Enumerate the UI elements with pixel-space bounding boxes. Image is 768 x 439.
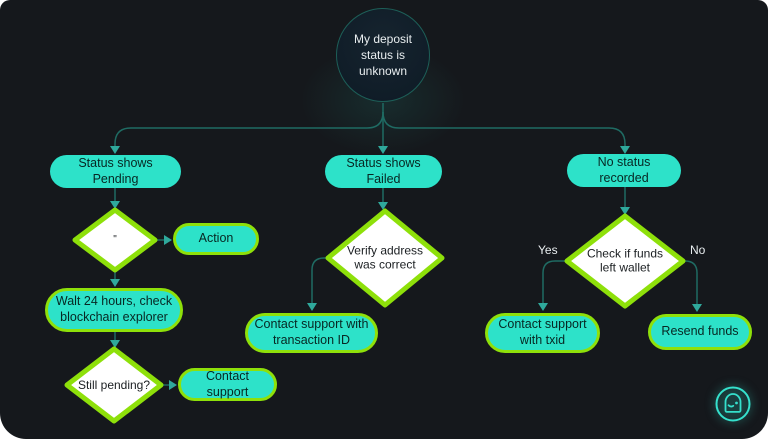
node-wait-24-hours: Walt 24 hours, check blockchain explorer <box>45 288 183 332</box>
still-pending-diamond <box>64 346 164 424</box>
node-label: No status recorded <box>597 154 651 185</box>
node-resend-funds: Resend funds <box>648 314 752 350</box>
node-label: Contact support with txid <box>498 317 587 347</box>
edge-label-no: No <box>690 243 706 257</box>
start-node-label: My deposit status is unknown <box>353 31 413 79</box>
node-contact-support-txid: Contact support with txid <box>485 313 600 353</box>
node-label: Action <box>198 231 234 246</box>
node-status-failed: Status shows Failed <box>325 155 442 188</box>
node-label: Status shows Pending <box>78 155 153 186</box>
node-label: Walt 24 hours, check blockchain explorer <box>55 294 173 324</box>
node-label: Status shows Failed <box>346 155 421 186</box>
start-node: My deposit status is unknown <box>336 8 430 102</box>
edge-label-yes: Yes <box>538 243 558 257</box>
node-label: Resend funds <box>661 324 739 339</box>
node-no-status-recorded: No status recorded <box>567 154 681 187</box>
quote-decision-diamond <box>72 207 158 273</box>
verify-address-diamond <box>325 208 445 308</box>
node-contact-support: Contact support <box>178 368 277 401</box>
node-label: Contact support <box>205 368 250 399</box>
chat-support-button[interactable] <box>707 378 759 430</box>
node-action: Action <box>173 223 259 255</box>
chatbot-avatar-icon <box>715 386 751 422</box>
node-label: Contact support with transaction ID <box>254 317 369 347</box>
node-status-pending: Status shows Pending <box>50 155 181 188</box>
node-contact-support-transaction-id: Contact support with transaction ID <box>245 313 378 353</box>
check-funds-diamond <box>564 213 686 309</box>
